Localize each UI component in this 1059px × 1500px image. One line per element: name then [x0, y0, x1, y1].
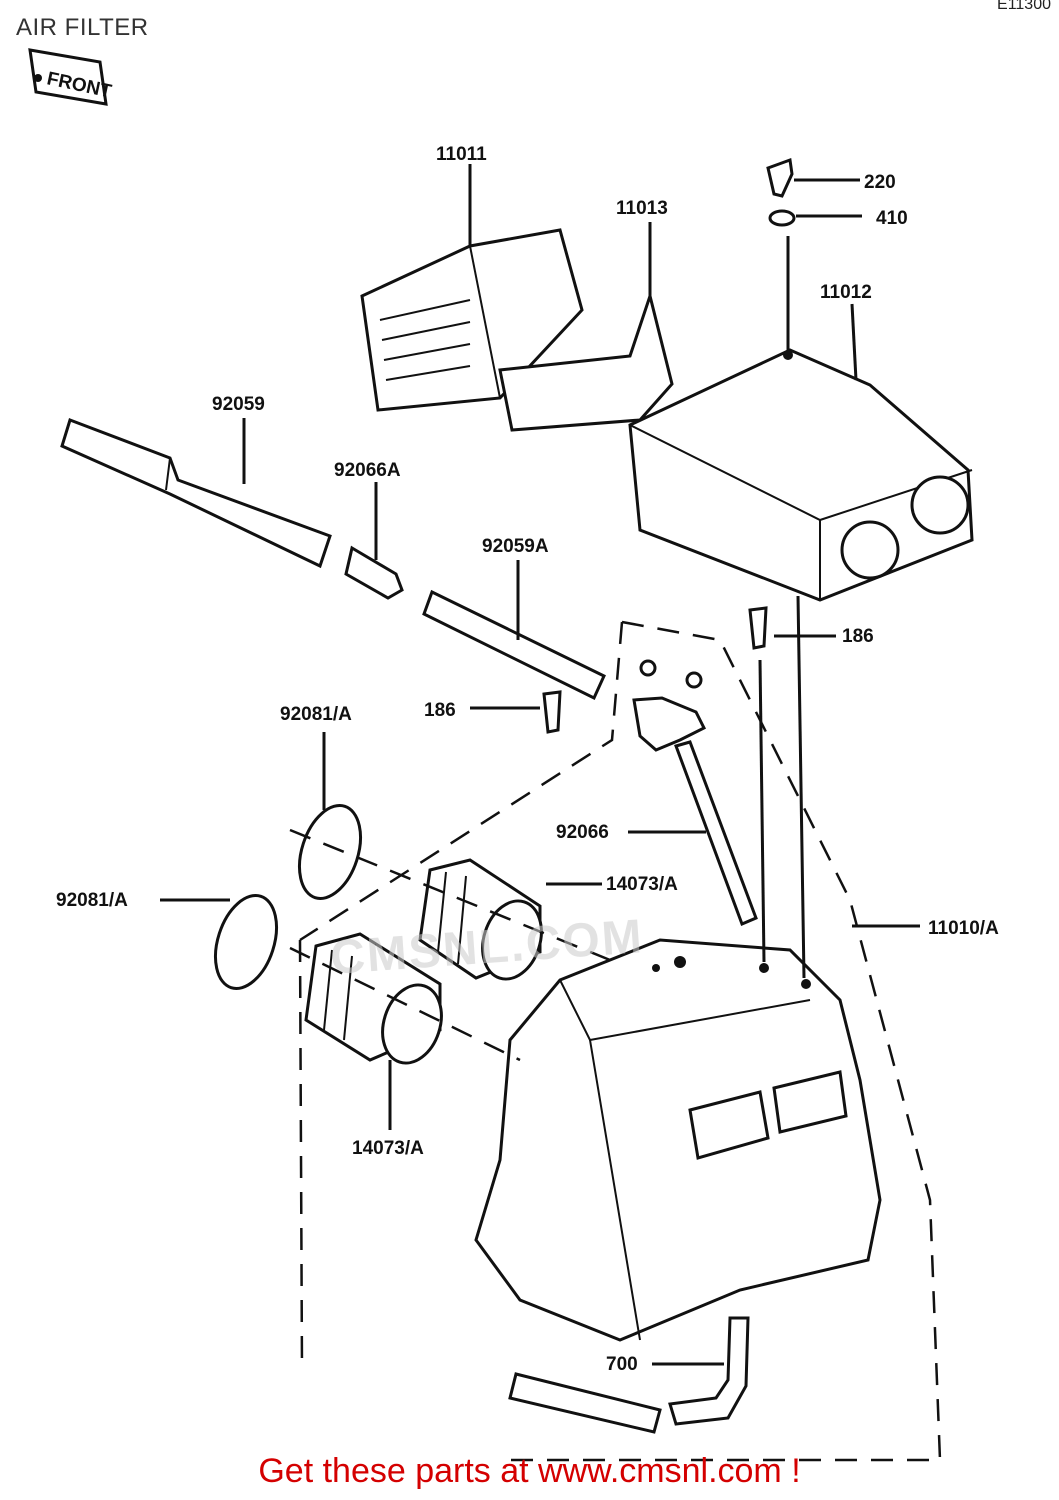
page-title: AIR FILTER — [16, 14, 149, 41]
clamp-92081a-lower[interactable] — [205, 888, 288, 997]
air-cleaner-cap-11012[interactable] — [628, 348, 974, 602]
label-92066: 92066 — [556, 822, 609, 843]
duct-14073a-lower[interactable] — [304, 932, 451, 1071]
washer-410[interactable] — [768, 209, 796, 227]
hose-92059a[interactable] — [422, 589, 606, 701]
label-186-left: 186 — [424, 700, 456, 721]
footer-link[interactable]: Get these parts at www.cmsnl.com ! — [258, 1452, 801, 1490]
label-11012: 11012 — [820, 282, 872, 303]
filter-band-11013[interactable] — [498, 290, 674, 432]
label-11011: 11011 — [436, 144, 487, 165]
label-14073a-lower: 14073/A — [352, 1138, 424, 1159]
label-92081a-lower: 92081/A — [56, 890, 128, 911]
diagram-code: E11300 — [997, 0, 1051, 13]
breather-92066[interactable] — [632, 659, 758, 926]
air-cleaner-case-11010a[interactable] — [474, 938, 882, 1342]
label-410: 410 — [876, 208, 908, 229]
front-tag-label: FRONT — [45, 68, 114, 102]
drain-hose-700[interactable] — [508, 1316, 750, 1434]
label-186-right: 186 — [842, 626, 874, 647]
label-11010a: 11010/A — [928, 918, 999, 939]
label-92066a: 92066A — [334, 460, 401, 481]
label-700: 700 — [606, 1354, 638, 1375]
front-tag: FRONT — [28, 48, 114, 106]
assembly-outline — [289, 620, 942, 1462]
hose-92059[interactable] — [60, 418, 332, 569]
label-92059a: 92059A — [482, 536, 549, 557]
bolt-186-left[interactable] — [542, 690, 562, 734]
duct-14073a-upper[interactable] — [418, 858, 551, 987]
leader-lines — [160, 164, 920, 1366]
fitting-92066a[interactable] — [344, 545, 404, 600]
label-92059: 92059 — [212, 394, 265, 415]
label-220: 220 — [864, 172, 896, 193]
label-92081a-upper: 92081/A — [280, 704, 352, 725]
screw-220[interactable] — [766, 157, 794, 198]
label-11013: 11013 — [616, 198, 668, 219]
bolt-186-right[interactable] — [748, 606, 768, 650]
clamp-92081a-upper[interactable] — [289, 798, 372, 907]
label-14073a-upper: 14073/A — [606, 874, 678, 895]
